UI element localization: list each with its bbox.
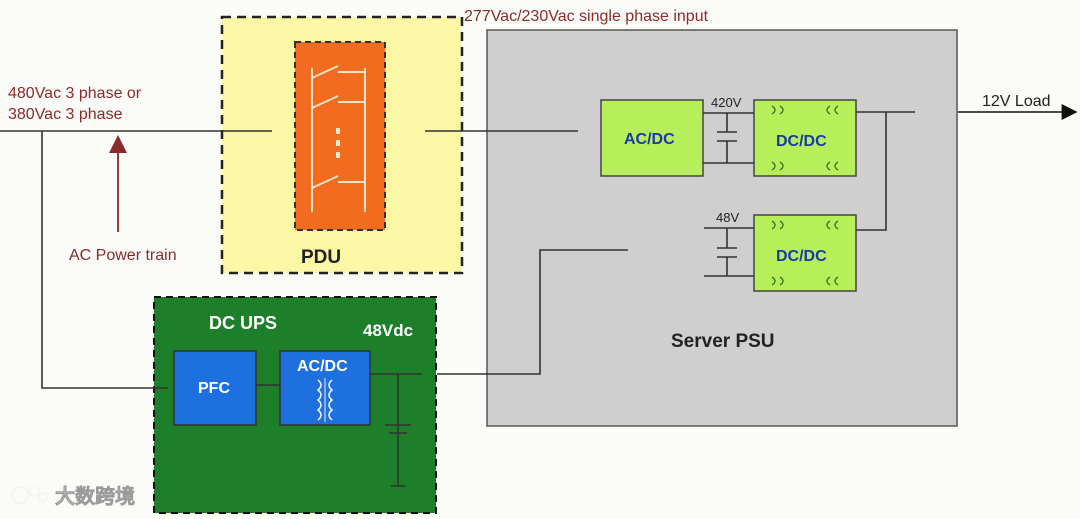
dcdc-bottom-block bbox=[753, 214, 857, 292]
watermark-text: 大数跨境 bbox=[55, 484, 135, 508]
load-label: 12V Load bbox=[982, 93, 1051, 110]
dc-ups-label: DC UPS bbox=[209, 313, 277, 333]
dcdc-top-transformer-icon bbox=[771, 105, 839, 171]
dcdc-top-label: DC/DC bbox=[776, 133, 827, 150]
pfc-block bbox=[173, 350, 257, 426]
ac-power-train-label: AC Power train bbox=[69, 247, 177, 264]
brand-logo-icon bbox=[11, 485, 48, 504]
pdu-label: PDU bbox=[301, 247, 341, 268]
server-psu-label: Server PSU bbox=[671, 331, 775, 352]
ups-transformer-icon bbox=[316, 378, 334, 422]
dcdc-top-block bbox=[753, 99, 857, 177]
psu-acdc-label: AC/DC bbox=[624, 131, 675, 148]
single-phase-input-label: 277Vac/230Vac single phase input bbox=[464, 8, 709, 25]
input-3phase-label-line1: 480Vac 3 phase or bbox=[8, 85, 142, 102]
psu-acdc-block bbox=[600, 99, 704, 177]
input-3phase-label-line2: 380Vac 3 phase bbox=[8, 106, 123, 123]
bus-420v-label: 420V bbox=[711, 95, 742, 110]
dc-ups-voltage-label: 48Vdc bbox=[363, 321, 413, 340]
dcdc-bottom-transformer-icon bbox=[771, 220, 839, 286]
wiring bbox=[0, 111, 915, 487]
dcdc-bottom-label: DC/DC bbox=[776, 248, 827, 265]
ups-acdc-label: AC/DC bbox=[297, 358, 348, 375]
bus-48v-label: 48V bbox=[716, 210, 739, 225]
pdu-switch-box bbox=[294, 41, 386, 231]
pfc-label: PFC bbox=[198, 380, 230, 397]
breaker-switch-icon bbox=[311, 65, 366, 212]
